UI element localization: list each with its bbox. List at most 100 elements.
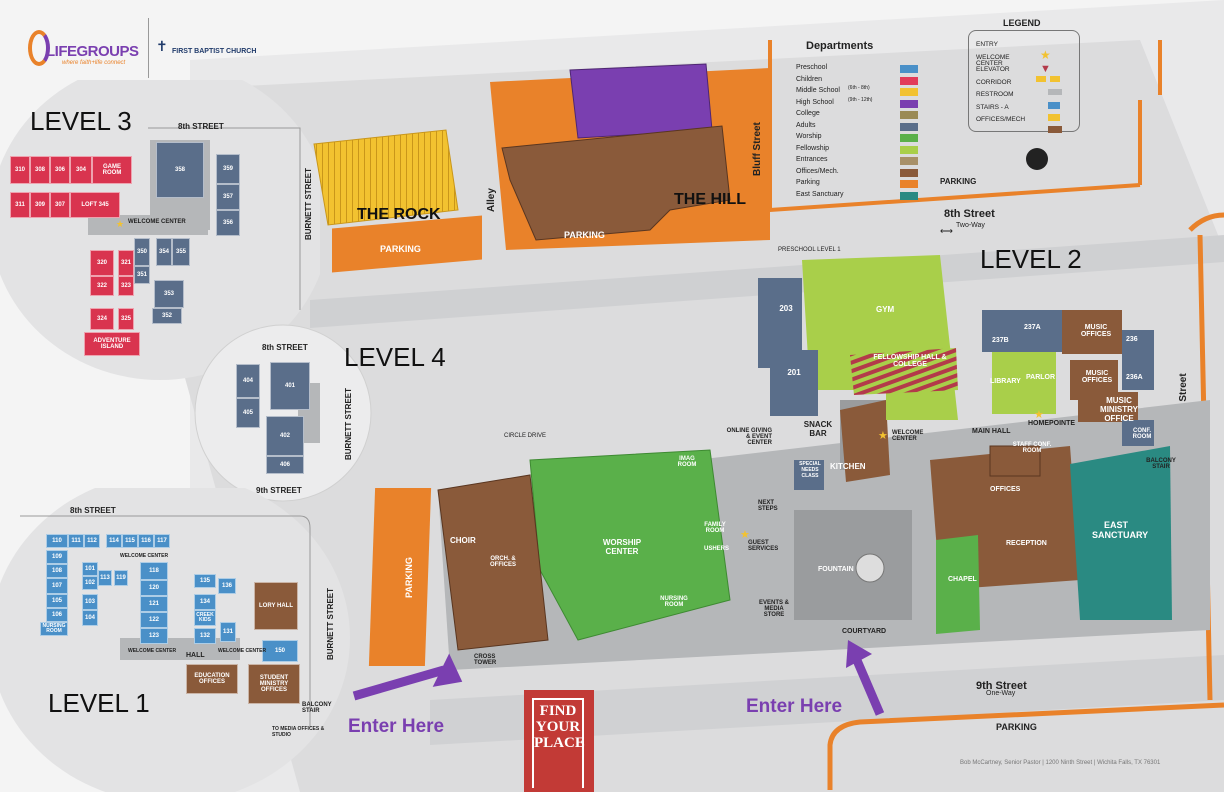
cross-icon: ✝ xyxy=(156,38,168,54)
legend-entry-arrow-icon: ▼ xyxy=(1040,63,1051,75)
footer-credit: Bob McCartney, Senior Pastor | 1200 Nint… xyxy=(960,760,1161,766)
room-110: 110 xyxy=(46,534,68,548)
department-label: Entrances xyxy=(796,156,828,163)
nursing-room-l1: NURSING ROOM xyxy=(40,622,68,636)
legend-welcome-star-icon: ★ xyxy=(1040,48,1051,62)
room-350: 350 xyxy=(134,238,150,266)
room-117: 117 xyxy=(154,534,170,548)
room-322: 322 xyxy=(90,276,114,296)
department-label: Offices/Mech. xyxy=(796,167,839,175)
department-item: Preschool xyxy=(796,64,926,75)
legend-item: WELCOME CENTER xyxy=(976,53,1010,67)
room-106: 106 xyxy=(46,608,68,622)
department-label: Middle School xyxy=(796,87,840,94)
room-401: 401 xyxy=(270,362,310,410)
ms-range: (6th - 8th) xyxy=(848,85,870,91)
department-label: Children xyxy=(796,75,823,83)
lory-hall: LORY HALL xyxy=(254,582,298,630)
room-358: 358 xyxy=(156,142,204,198)
main-building xyxy=(437,255,1210,670)
adventure-island: ADVENTURE ISLAND xyxy=(84,332,140,356)
circle-drive-label: CIRCLE DRIVE xyxy=(504,433,547,439)
snack-bar-label: SNACK BAR xyxy=(803,420,833,438)
main-hall-label: MAIN HALL xyxy=(972,428,1011,435)
room-119: 119 xyxy=(114,570,128,586)
department-swatch xyxy=(900,88,918,96)
family-room-label: FAMILY ROOM xyxy=(704,522,726,534)
library-label: LIBRARY xyxy=(990,378,1021,385)
room-102: 102 xyxy=(82,576,98,590)
level1-hall: HALL xyxy=(186,652,205,659)
legend-item: ENTRY xyxy=(976,41,998,48)
department-swatch xyxy=(900,65,918,73)
room-406: 406 xyxy=(266,456,304,474)
choir-label: CHOIR xyxy=(450,536,476,545)
guest-services-star-icon: ★ xyxy=(740,529,750,541)
level1-welcome-center-left: WELCOME CENTER xyxy=(128,648,177,654)
level1-welcome-center-top: WELCOME CENTER xyxy=(120,553,169,559)
legend-item: CORRIDOR xyxy=(976,78,1012,86)
room-111: 111 xyxy=(68,534,84,548)
legend-elevator2-icon xyxy=(1050,76,1060,82)
departments-title: Departments xyxy=(806,40,874,52)
enter-arrows xyxy=(352,640,885,716)
department-label: Parking xyxy=(796,179,820,186)
department-swatch xyxy=(900,180,918,188)
chapel-label: CHAPEL xyxy=(948,576,977,583)
music-ministry-office: MUSIC MINISTRY OFFICE xyxy=(1100,396,1138,423)
department-item: Offices/Mech. xyxy=(796,168,926,179)
ninth-street-label: 9th Street xyxy=(976,680,1027,692)
department-swatch xyxy=(900,99,918,108)
level1-welcome-center-right: WELCOME CENTER xyxy=(218,648,267,654)
fellowship-hall-label: FELLOWSHIP HALL & COLLEGE xyxy=(873,354,947,368)
preschool-level-label: PRESCHOOL LEVEL 1 xyxy=(778,247,841,253)
ushers-label: USHERS xyxy=(704,546,730,552)
room-325: 325 xyxy=(118,308,134,330)
lifegroups-tagline: where faith+life connect xyxy=(62,60,126,66)
department-swatch xyxy=(900,76,918,85)
room-306: 306 xyxy=(50,156,70,184)
department-item: Entrances xyxy=(796,156,926,167)
room-359: 359 xyxy=(216,154,240,184)
level4-8th-street: 8th STREET xyxy=(262,343,308,352)
room-304: 304 xyxy=(70,156,92,184)
level1-8th-street: 8th STREET xyxy=(70,506,116,515)
two-way-arrow-icon: ⟷ xyxy=(940,226,953,236)
hs-range: (9th - 12th) xyxy=(848,97,873,103)
room-404: 404 xyxy=(236,364,260,398)
cross-tower-label: CROSS TOWER xyxy=(474,654,497,666)
room-323: 323 xyxy=(118,276,134,296)
music-offices-mid: MUSIC OFFICES xyxy=(1081,370,1113,384)
reception-label: RECEPTION xyxy=(1006,540,1047,547)
department-item: Parking xyxy=(796,179,926,190)
level3-8th-street: 8th STREET xyxy=(178,122,224,131)
level1-burnett-street: BURNETT STREET xyxy=(326,588,335,660)
eighth-two-way: Two-Way xyxy=(956,222,985,229)
level1-title: LEVEL 1 xyxy=(48,688,150,718)
next-steps-label: NEXT STEPS xyxy=(758,500,778,512)
level1-balcony-stair: BALCONY STAIR xyxy=(302,702,332,714)
bluff-street-label: Bluff Street xyxy=(752,122,763,176)
banner-frame xyxy=(532,698,584,788)
department-item: College xyxy=(796,110,926,121)
level4-title: LEVEL 4 xyxy=(344,342,446,372)
room-121: 121 xyxy=(140,596,168,612)
online-giving-label: ONLINE GIVING & EVENT CENTER xyxy=(726,428,772,446)
room-353: 353 xyxy=(154,280,184,308)
room-104: 104 xyxy=(82,610,98,626)
level3-welcome-star-icon: ★ xyxy=(116,219,125,229)
balcony-stair-label: BALCONY STAIR xyxy=(1146,458,1176,470)
kitchen-label: KITCHEN xyxy=(830,462,866,471)
fountain-label: FOUNTAIN xyxy=(818,566,854,573)
special-needs-class: SPECIAL NEEDS CLASS xyxy=(799,461,821,479)
room-105: 105 xyxy=(46,594,68,608)
enter-here-west: Enter Here xyxy=(348,716,445,737)
the-hill-label: THE HILL xyxy=(674,191,746,208)
room-115: 115 xyxy=(122,534,138,548)
worship-center-label: WORSHIP CENTER xyxy=(602,538,642,556)
department-swatch xyxy=(900,168,918,177)
room-351: 351 xyxy=(134,266,150,284)
room-103: 103 xyxy=(82,594,98,610)
